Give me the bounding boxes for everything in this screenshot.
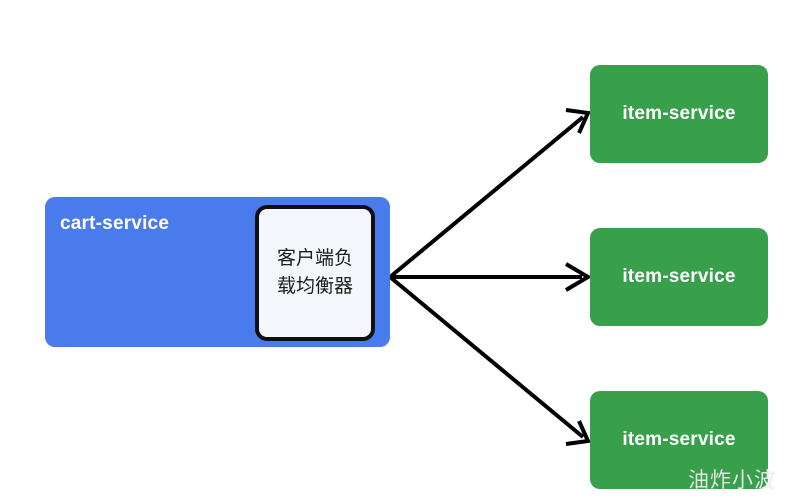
item-service-label-2: item-service <box>622 266 736 287</box>
item-service-box-3: item-service <box>590 391 768 489</box>
arrow-to-item-service-3-line <box>388 275 585 439</box>
arrow-head-1 <box>565 108 591 134</box>
client-load-balancer-label: 客户端负载均衡器 <box>276 248 353 297</box>
item-service-box-2: item-service <box>590 228 768 326</box>
item-service-label-3: item-service <box>622 429 736 450</box>
cart-service-label: cart-service <box>60 213 170 234</box>
cart-service-node[interactable]: cart-service 客户端负载均衡器 <box>45 197 390 347</box>
arrow-to-item-service-1-line <box>388 115 585 279</box>
item-service-node-2[interactable]: item-service <box>590 228 768 326</box>
arrow-head-3 <box>565 420 591 446</box>
arrow-head-2 <box>564 262 592 292</box>
item-service-node-1[interactable]: item-service <box>590 65 768 163</box>
client-load-balancer-node[interactable]: 客户端负载均衡器 <box>255 205 375 341</box>
watermark-text: 油炸小波 <box>688 469 776 492</box>
item-service-box-1: item-service <box>590 65 768 163</box>
item-service-label-1: item-service <box>622 103 736 124</box>
item-service-node-3[interactable]: item-service <box>590 391 768 489</box>
